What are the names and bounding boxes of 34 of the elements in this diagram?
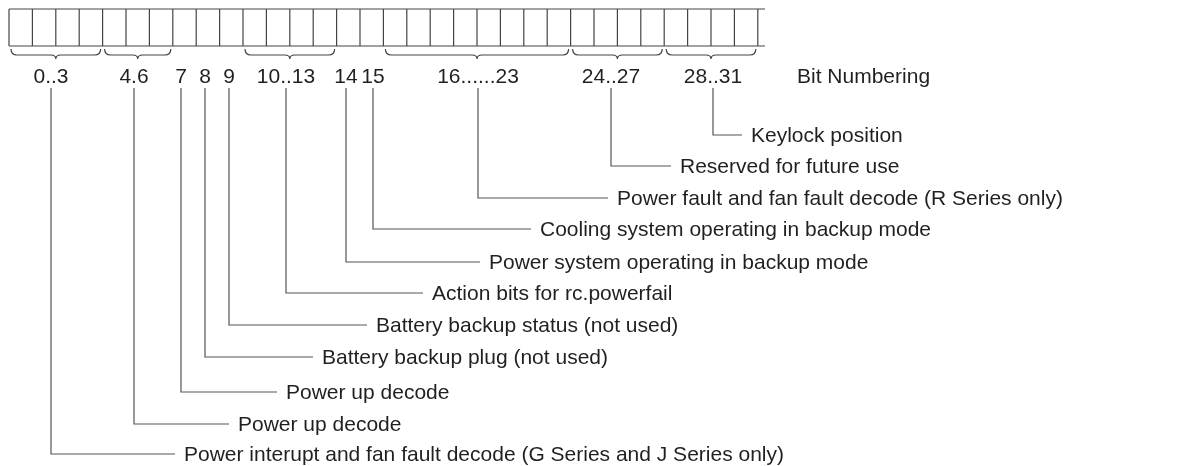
bit-description: Battery backup status (not used) [367,313,679,337]
bit-range-label: 10..13 [256,64,316,88]
leader-line [285,87,424,294]
bit-description: Battery backup plug (not used) [313,345,608,369]
bit-description: Cooling system operating in backup mode [531,217,932,241]
bit-description: Power up decode [229,412,402,436]
bit-range-label: 9 [223,64,235,88]
bit-range-label: 24..27 [581,64,641,88]
bit-range-label: 14 [334,64,358,88]
leader-line [712,87,743,136]
bit-range-label: 16......23 [437,64,519,88]
bit-range-label: 8 [199,64,211,88]
leader-line [477,87,609,199]
leader-line [610,87,672,167]
leader-line [345,87,481,263]
bit-range-label: 7 [175,64,187,88]
bit-description: Reserved for future use [671,154,900,178]
bit-description: Power fault and fan fault decode (R Series only) [608,186,1063,210]
axis-caption: Bit Numbering [797,64,931,88]
bit-description: Action bits for rc.powerfail [423,281,673,305]
leader-line [50,87,176,455]
leader-line [180,87,278,393]
leader-line [133,87,230,425]
leader-line [228,87,368,326]
bit-description: Power system operating in backup mode [480,250,869,274]
bit-description: Power interupt and fan fault decode (G Series and J Series only) [175,442,784,466]
bit-range-label: 28..31 [683,64,743,88]
bit-description: Power up decode [277,380,450,404]
bit-range-label: 4.6 [119,64,149,88]
leader-line [204,87,314,358]
leader-line [372,87,532,230]
bit-range-label: 15 [361,64,385,88]
bit-description: Keylock position [742,123,903,147]
bit-range-label: 0..3 [33,64,69,88]
